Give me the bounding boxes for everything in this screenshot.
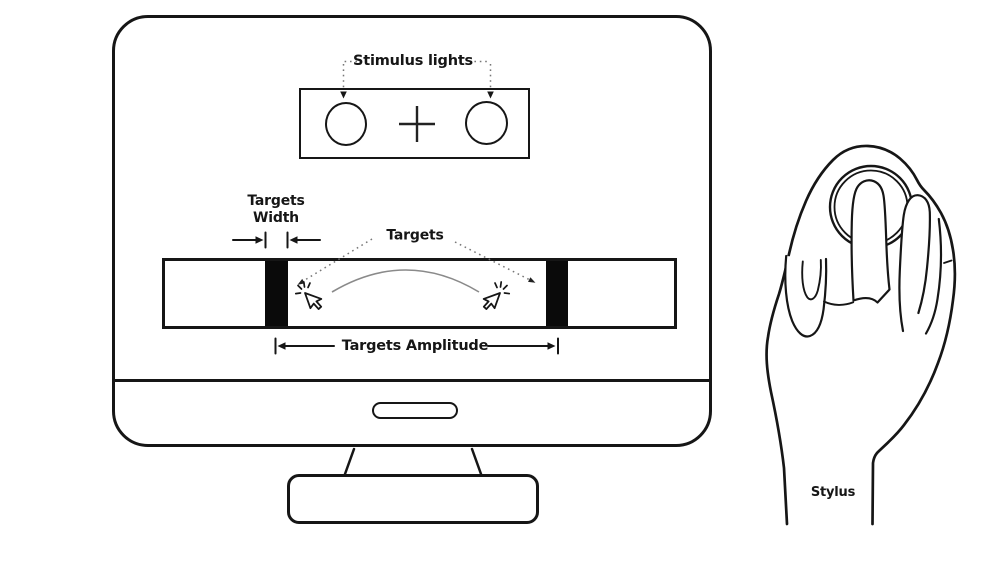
stylus-puck-ring-outer: [828, 164, 914, 250]
thumbnail-line: [801, 259, 822, 301]
middle-finger: [898, 194, 932, 333]
target-bar-right: [546, 261, 568, 326]
stylus-label: Stylus: [810, 485, 856, 501]
targets-width-label: Targets Width: [247, 192, 305, 226]
monitor-frame: [112, 15, 712, 447]
thumb-web-line: [823, 300, 855, 306]
hand-silhouette: [765, 144, 957, 526]
targets-label: Targets: [386, 227, 444, 244]
target-strip: [162, 258, 677, 329]
stimulus-lights-label: Stimulus lights: [353, 53, 473, 70]
target-bar-left: [265, 261, 288, 326]
thumb: [784, 254, 828, 338]
fingernail-line: [943, 259, 953, 264]
index-finger: [850, 179, 891, 304]
stylus-puck-ring-inner: [833, 169, 909, 245]
targets-amplitude-label: Targets Amplitude: [341, 338, 489, 355]
monitor-stand-base: [287, 474, 539, 524]
stimulus-light-left: [325, 102, 367, 146]
ring-finger-line: [924, 217, 942, 335]
monitor-screen-divider: [113, 379, 711, 382]
hand-illustration: [765, 144, 957, 526]
monitor-stand-neck: [343, 447, 483, 476]
monitor-notch: [372, 402, 458, 419]
stimulus-light-right: [465, 101, 508, 145]
